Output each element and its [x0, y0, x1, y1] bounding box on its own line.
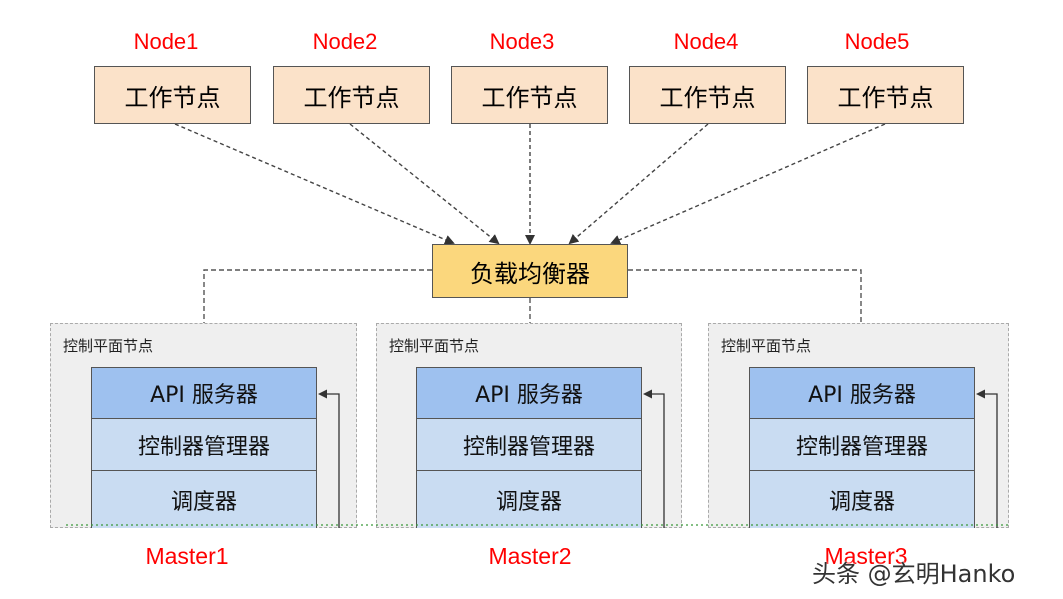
control-plane-title: 控制平面节点 — [389, 337, 480, 355]
controller-manager-1: 控制器管理器 — [91, 419, 317, 471]
node4-to-lb-line — [568, 123, 709, 245]
node4-label: Node4 — [673, 29, 739, 54]
scheduler-2: 调度器 — [416, 471, 642, 528]
node2-to-lb-line — [349, 123, 500, 245]
node5-to-lb-line — [610, 123, 886, 245]
load-balancer: 负载均衡器 — [432, 244, 628, 298]
control-plane-title: 控制平面节点 — [63, 337, 154, 355]
worker-node-3: 工作节点 — [451, 66, 608, 124]
scheduler-3: 调度器 — [749, 471, 975, 528]
api-server-1: API 服务器 — [91, 367, 317, 419]
scheduler-1: 调度器 — [91, 471, 317, 528]
controller-manager-3: 控制器管理器 — [749, 419, 975, 471]
master1-label: Master1 — [145, 543, 229, 569]
control-plane-title: 控制平面节点 — [721, 337, 812, 355]
watermark-text: 头条 @玄明Hanko — [812, 560, 1016, 588]
node1-label: Node1 — [133, 29, 199, 54]
node2-label: Node2 — [312, 29, 378, 54]
api-server-3: API 服务器 — [749, 367, 975, 419]
worker-node-1: 工作节点 — [94, 66, 251, 124]
api-server-2: API 服务器 — [416, 367, 642, 419]
controller-manager-2: 控制器管理器 — [416, 419, 642, 471]
worker-node-4: 工作节点 — [629, 66, 786, 124]
worker-node-2: 工作节点 — [273, 66, 430, 124]
node5-label: Node5 — [844, 29, 910, 54]
worker-node-5: 工作节点 — [807, 66, 964, 124]
master2-label: Master2 — [488, 543, 572, 569]
node1-to-lb-line — [174, 123, 455, 245]
master3-label: Master3 — [824, 543, 908, 569]
node3-label: Node3 — [489, 29, 555, 54]
